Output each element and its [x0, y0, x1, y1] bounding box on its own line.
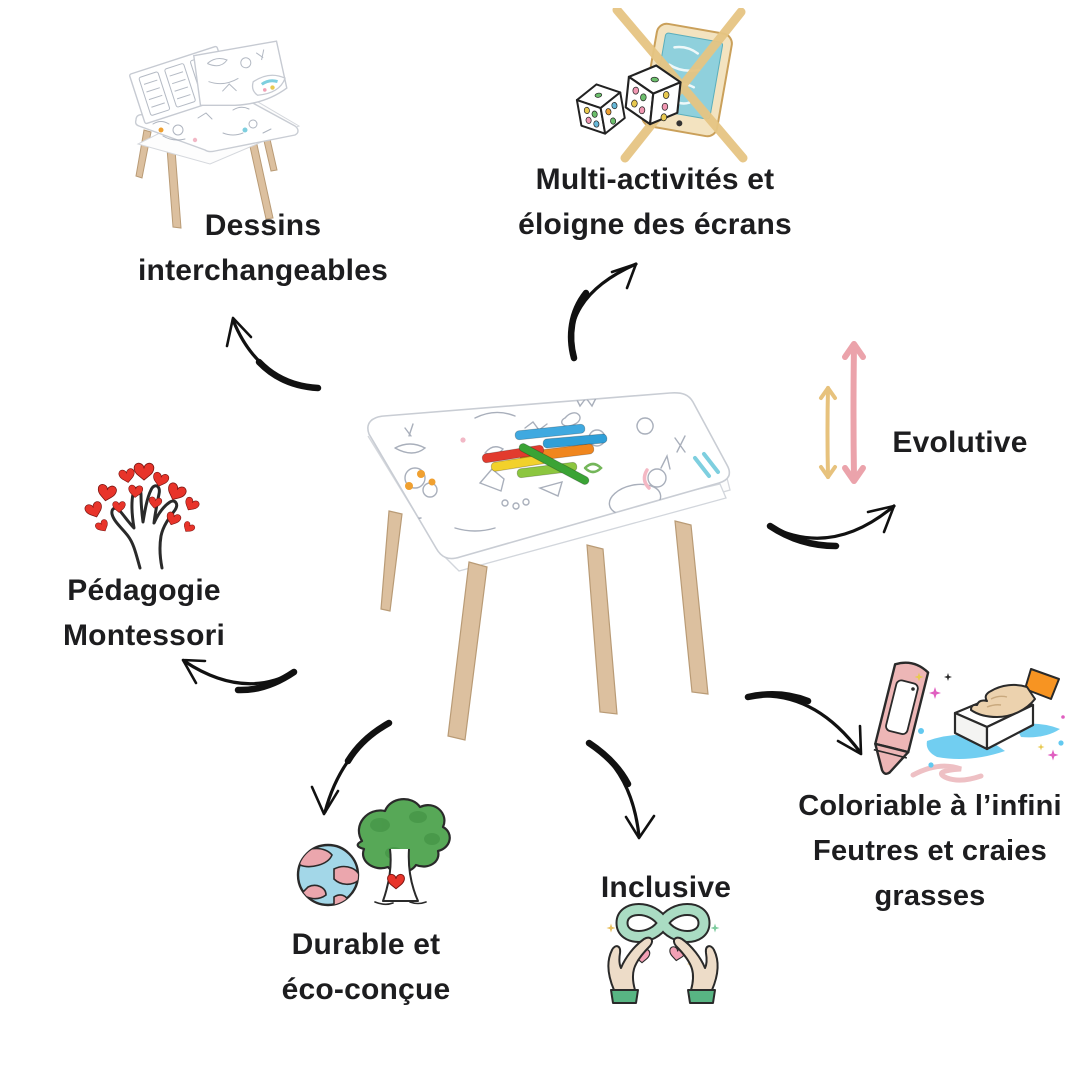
open-hand-icon [110, 484, 179, 570]
yellow-arrow [819, 386, 837, 479]
feature-label-montessori: Pédagogie Montessori [63, 568, 225, 658]
sparkle [606, 923, 616, 933]
hands-infinity-icon [606, 903, 720, 1004]
crayon-and-sponge-icon [873, 661, 1065, 783]
label-line: Dessins [204, 209, 322, 242]
table-legs [380, 510, 709, 741]
arrow-to-evolutive [766, 504, 896, 550]
feature-label-durable: Durable et éco-conçue [282, 922, 451, 1012]
right-hand-icon [672, 936, 719, 1004]
pink-arrow [842, 341, 866, 484]
dice-icon [575, 64, 682, 135]
label-line: Inclusive [600, 871, 732, 904]
hand-with-hearts-icon [83, 462, 201, 570]
heart-on-trunk [387, 873, 405, 890]
height-double-arrows-icon [819, 341, 866, 484]
crayon-scribble [910, 763, 984, 783]
arrow-to-dessins [225, 316, 322, 392]
coloring-sheet-doodles [192, 40, 288, 107]
feature-label-inclusive: Inclusive [601, 865, 731, 910]
feature-label-coloriable: Coloriable à l’infini Feutres et craies … [798, 784, 1062, 919]
product-table-image [367, 392, 731, 741]
sparkle [710, 923, 720, 933]
interchangeable-sheets-table-icon [129, 40, 301, 229]
crayon-icon [873, 661, 930, 775]
label-line: éco-conçue [281, 973, 451, 1006]
earth-and-tree-icon [296, 798, 451, 907]
feature-label-multi-activites: Multi-activités et éloigne des écrans [518, 157, 792, 247]
wiping-hand-icon [970, 668, 1060, 718]
infinity-icon [615, 903, 711, 943]
sparkles [911, 672, 1065, 761]
arrow-to-coloriable [744, 691, 863, 756]
label-line: Multi-activités et [535, 163, 775, 196]
label-line: Montessori [62, 619, 226, 652]
feature-label-dessins: Dessins interchangeables [138, 203, 388, 293]
dice-and-crossed-tablet-icon [575, 8, 748, 163]
arrow-to-inclusive [585, 739, 656, 840]
label-line: interchangeables [138, 254, 388, 287]
feature-label-evolutive: Evolutive [892, 420, 1027, 465]
earth-icon [296, 843, 360, 907]
arrow-to-multi-activites [567, 262, 638, 362]
arrow-to-durable [310, 719, 393, 816]
felt-pens [481, 423, 608, 485]
left-hand-icon [607, 936, 654, 1004]
label-line: grasses [874, 880, 986, 912]
arrow-to-montessori [181, 658, 298, 694]
label-line: Durable et [291, 928, 441, 961]
label-line: Evolutive [892, 426, 1028, 459]
label-line: Feutres et craies [813, 835, 1047, 867]
label-line: Pédagogie [67, 574, 221, 607]
label-line: éloigne des écrans [518, 208, 792, 241]
label-line: Coloriable à l’infini [798, 790, 1062, 822]
tree-icon [356, 798, 451, 906]
